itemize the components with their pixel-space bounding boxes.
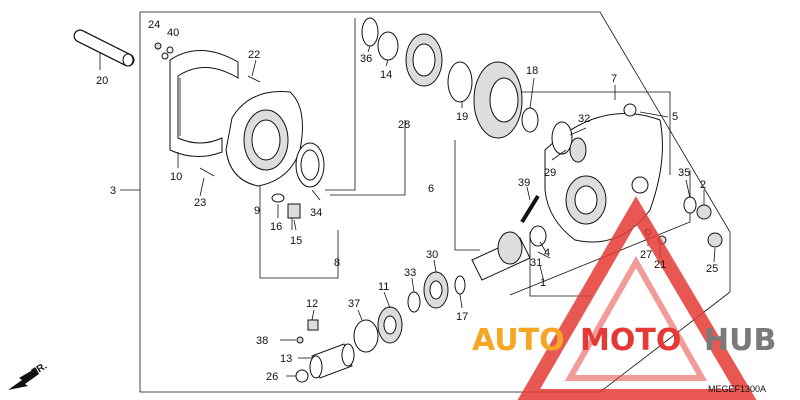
callout-13: 13 [280,353,292,365]
callout-34: 34 [310,207,322,219]
callout-30: 30 [426,249,438,261]
callout-17: 17 [456,311,468,323]
part-bearing-32 [551,121,587,163]
front-direction-indicator: FR. [8,361,49,390]
leader-lines [99,45,716,377]
callout-10: 10 [170,171,182,183]
callout-26: 26 [266,371,278,383]
diagram-code: MEGEF1300A [708,384,766,394]
callout-25: 25 [706,263,718,275]
callout-15: 15 [290,235,302,247]
callout-23: 23 [194,197,206,209]
callout-32: 32 [578,113,590,125]
callout-39: 39 [518,177,530,189]
callout-24: 24 [148,19,160,31]
callout-28: 28 [398,119,410,131]
watermark-moto: MOTO [580,323,681,358]
callout-labels: 24 40 20 3 10 23 22 9 16 15 34 8 36 14 2… [96,19,718,383]
callout-40: 40 [167,27,179,39]
part-stud [520,194,540,224]
part-pin [73,29,135,67]
callout-35: 35 [678,167,690,179]
callout-7: 7 [611,73,617,85]
front-arrow-icon [8,368,39,390]
callout-5: 5 [672,111,678,123]
callout-14: 14 [380,69,392,81]
part-cover-plate [225,91,303,187]
callout-22: 22 [248,49,260,61]
part-bearing-stack [361,17,473,103]
callout-8: 8 [334,257,340,269]
callout-37: 37 [348,298,360,310]
callout-20: 20 [96,75,108,87]
callout-9: 9 [254,205,260,217]
callout-29: 29 [544,167,556,179]
callout-1: 1 [540,277,546,289]
callout-19: 19 [456,111,468,123]
callout-6: 6 [428,183,434,195]
callout-16: 16 [270,221,282,233]
part-pinion-shaft [471,225,547,281]
callout-33: 33 [404,267,416,279]
callout-27: 27 [640,249,652,261]
callout-4: 4 [544,247,550,259]
part-shoe-band [161,50,239,157]
part-coupler-sleeve [309,343,355,379]
callout-11: 11 [378,281,389,293]
callout-38: 38 [256,335,268,347]
callout-2: 2 [700,179,706,191]
watermark-logo: AUTO MOTO HUB [472,323,776,358]
part-washer-bolt [271,193,301,230]
callout-3: 3 [110,185,116,197]
callout-31: 31 [530,257,542,269]
part-bearing-30 [407,271,466,313]
part-snap-ring [353,319,379,353]
callout-21: 21 [654,259,666,271]
watermark-triangle [517,196,757,400]
callout-36: 36 [360,53,372,65]
part-spline-gear [377,306,403,344]
watermark-hub: HUB [704,323,776,358]
part-housing-bolts [154,42,261,177]
part-ring-gear [473,61,539,139]
callout-18: 18 [526,65,538,77]
part-oil-seal [295,142,325,188]
watermark-auto: AUTO [472,323,565,358]
callout-12: 12 [306,298,318,310]
assembly-frame [120,11,731,393]
